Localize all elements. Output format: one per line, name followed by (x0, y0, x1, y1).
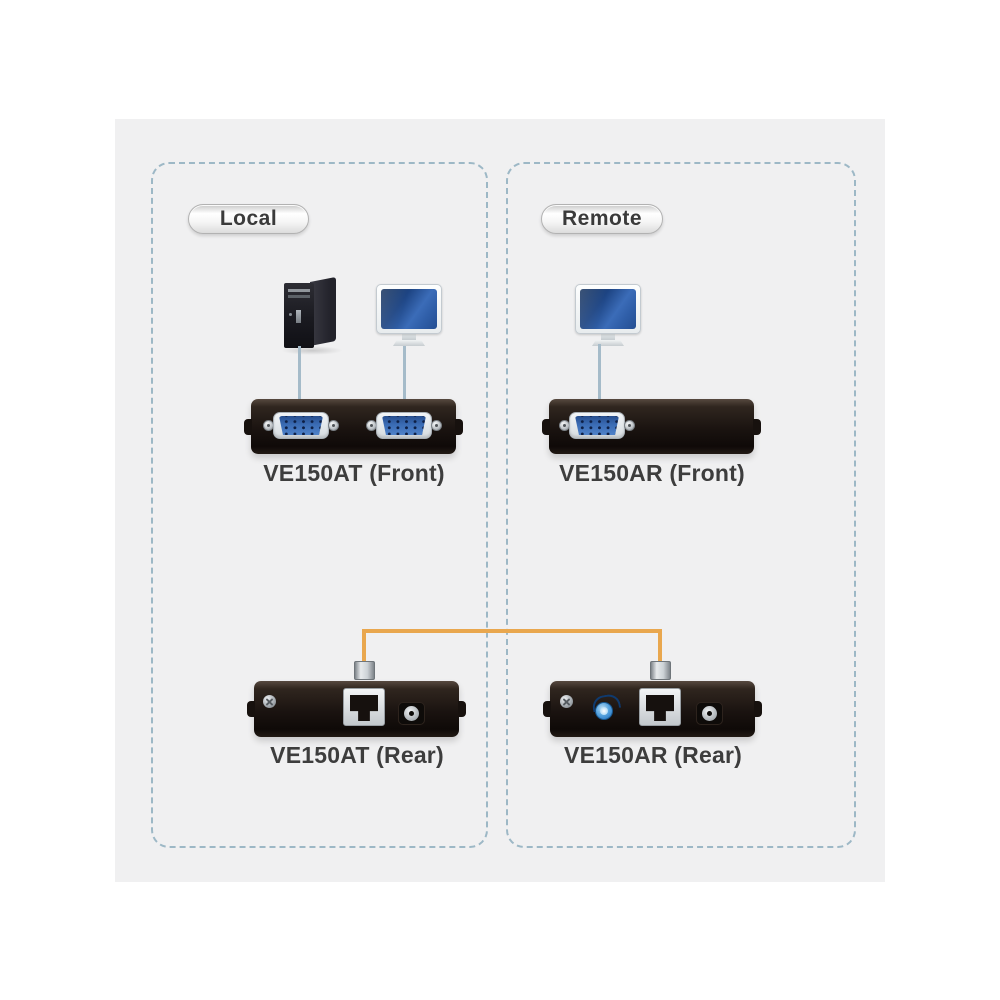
dc-jack-hole (707, 711, 712, 716)
monitor-base (592, 340, 624, 346)
tower-shadow (281, 346, 343, 355)
rj45-port-icon (639, 688, 681, 726)
vga-port-icon (366, 412, 442, 440)
remote-badge-label: Remote (561, 207, 643, 230)
rj45-opening (350, 695, 378, 721)
device-ve150at-front (251, 399, 456, 454)
ground-screw-icon (263, 695, 276, 708)
vga-port-icon (559, 412, 635, 440)
device-ve150ar-front (549, 399, 754, 454)
device-ve150at-rear (254, 681, 459, 737)
tuning-dial-icon (595, 702, 613, 720)
tower-power-button (289, 313, 292, 316)
vga-port-shell (376, 412, 432, 439)
vga-port-shell (273, 412, 329, 439)
device-label-ve150ar-rear: VE150AR (Rear) (564, 742, 742, 768)
rj45-plug-icon (354, 661, 375, 680)
monitor-screen (580, 289, 636, 329)
monitor-neck (601, 334, 615, 340)
dc-jack-hole (409, 711, 414, 716)
remote-badge: Remote (541, 204, 663, 234)
device-label-ve150ar-front: VE150AR (Front) (559, 460, 745, 486)
vga-port-pins (382, 416, 426, 435)
ground-screw-icon (560, 695, 573, 708)
dc-power-jack-icon (696, 702, 723, 725)
rj45-opening (646, 695, 674, 721)
local-badge-label: Local (219, 207, 278, 230)
monitor-frame (575, 284, 641, 334)
screw-icon (431, 420, 442, 431)
device-label-ve150at-rear: VE150AT (Rear) (270, 742, 444, 768)
tower-drive-slot (288, 295, 310, 298)
monitor-icon (376, 284, 442, 346)
monitor-icon (575, 284, 641, 346)
local-badge: Local (188, 204, 309, 234)
monitor-frame (376, 284, 442, 334)
monitor-base (393, 340, 425, 346)
cat5-cable (362, 629, 662, 633)
vga-cable (298, 346, 301, 399)
remote-zone-panel (506, 162, 856, 848)
dc-jack-ring (702, 706, 717, 721)
vga-port-icon (263, 412, 339, 440)
monitor-neck (402, 334, 416, 340)
tower-drive-slot (288, 289, 310, 292)
computer-tower-icon (281, 276, 343, 355)
local-zone-panel (151, 162, 488, 848)
vga-port-pins (279, 416, 323, 435)
rj45-port-icon (343, 688, 385, 726)
monitor-screen (381, 289, 437, 329)
diagram-stage (115, 119, 885, 882)
screw-icon (328, 420, 339, 431)
tower-front-face (284, 283, 314, 348)
dc-power-jack-icon (398, 702, 425, 725)
rj45-plug-icon (650, 661, 671, 680)
dc-jack-ring (404, 706, 419, 721)
cat5-cable (658, 629, 662, 663)
device-label-ve150at-front: VE150AT (Front) (263, 460, 445, 486)
vga-cable (403, 346, 406, 399)
device-ve150ar-rear (550, 681, 755, 737)
vga-port-shell (569, 412, 625, 439)
vga-cable (598, 344, 601, 400)
tower-panel-strip (296, 310, 301, 323)
vga-port-pins (575, 416, 619, 435)
cat5-cable (362, 629, 366, 663)
screw-icon (624, 420, 635, 431)
